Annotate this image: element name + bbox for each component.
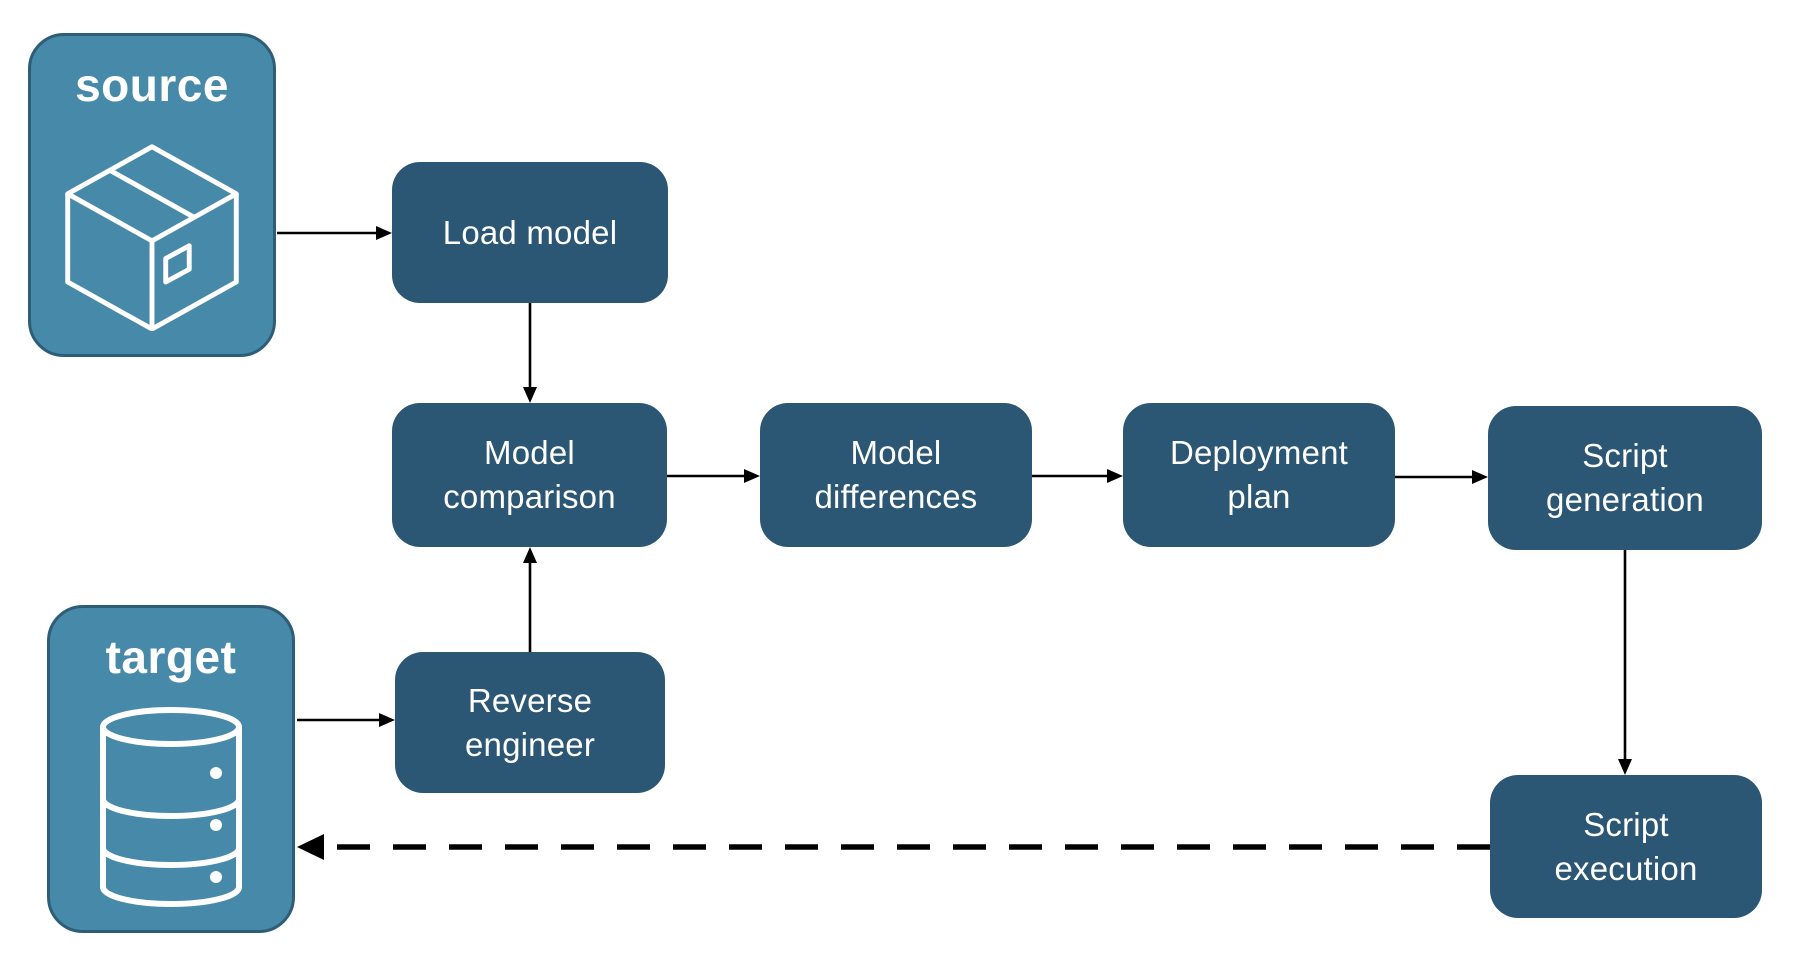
node-model-comparison: Model comparison (392, 403, 667, 547)
edge-script-generation-to-script-execution (1618, 550, 1632, 775)
node-reverse-engineer: Reverse engineer (395, 652, 665, 793)
edge-source-to-load-model (277, 226, 392, 240)
edge-target-to-reverse-engineer (297, 713, 395, 727)
edge-deployment-plan-to-script-generation (1395, 470, 1488, 484)
node-load-model: Load model (392, 162, 668, 303)
package-icon (54, 112, 250, 354)
node-model-differences: Model differences (760, 403, 1032, 547)
edge-model-comparison-to-model-differences (667, 469, 760, 483)
edge-script-execution-to-target (297, 834, 1490, 860)
edge-load-model-to-model-comparison (523, 303, 537, 403)
node-script-generation: Script generation (1488, 406, 1762, 550)
entity-target: target (47, 605, 295, 933)
database-icon (96, 684, 246, 930)
edge-reverse-engineer-to-model-comparison (523, 547, 537, 652)
entity-source: source (28, 33, 276, 357)
target-label: target (105, 631, 237, 683)
node-script-execution: Script execution (1490, 775, 1762, 918)
edge-model-differences-to-deployment-plan (1032, 469, 1123, 483)
source-label: source (75, 59, 229, 111)
node-deployment-plan: Deployment plan (1123, 403, 1395, 547)
